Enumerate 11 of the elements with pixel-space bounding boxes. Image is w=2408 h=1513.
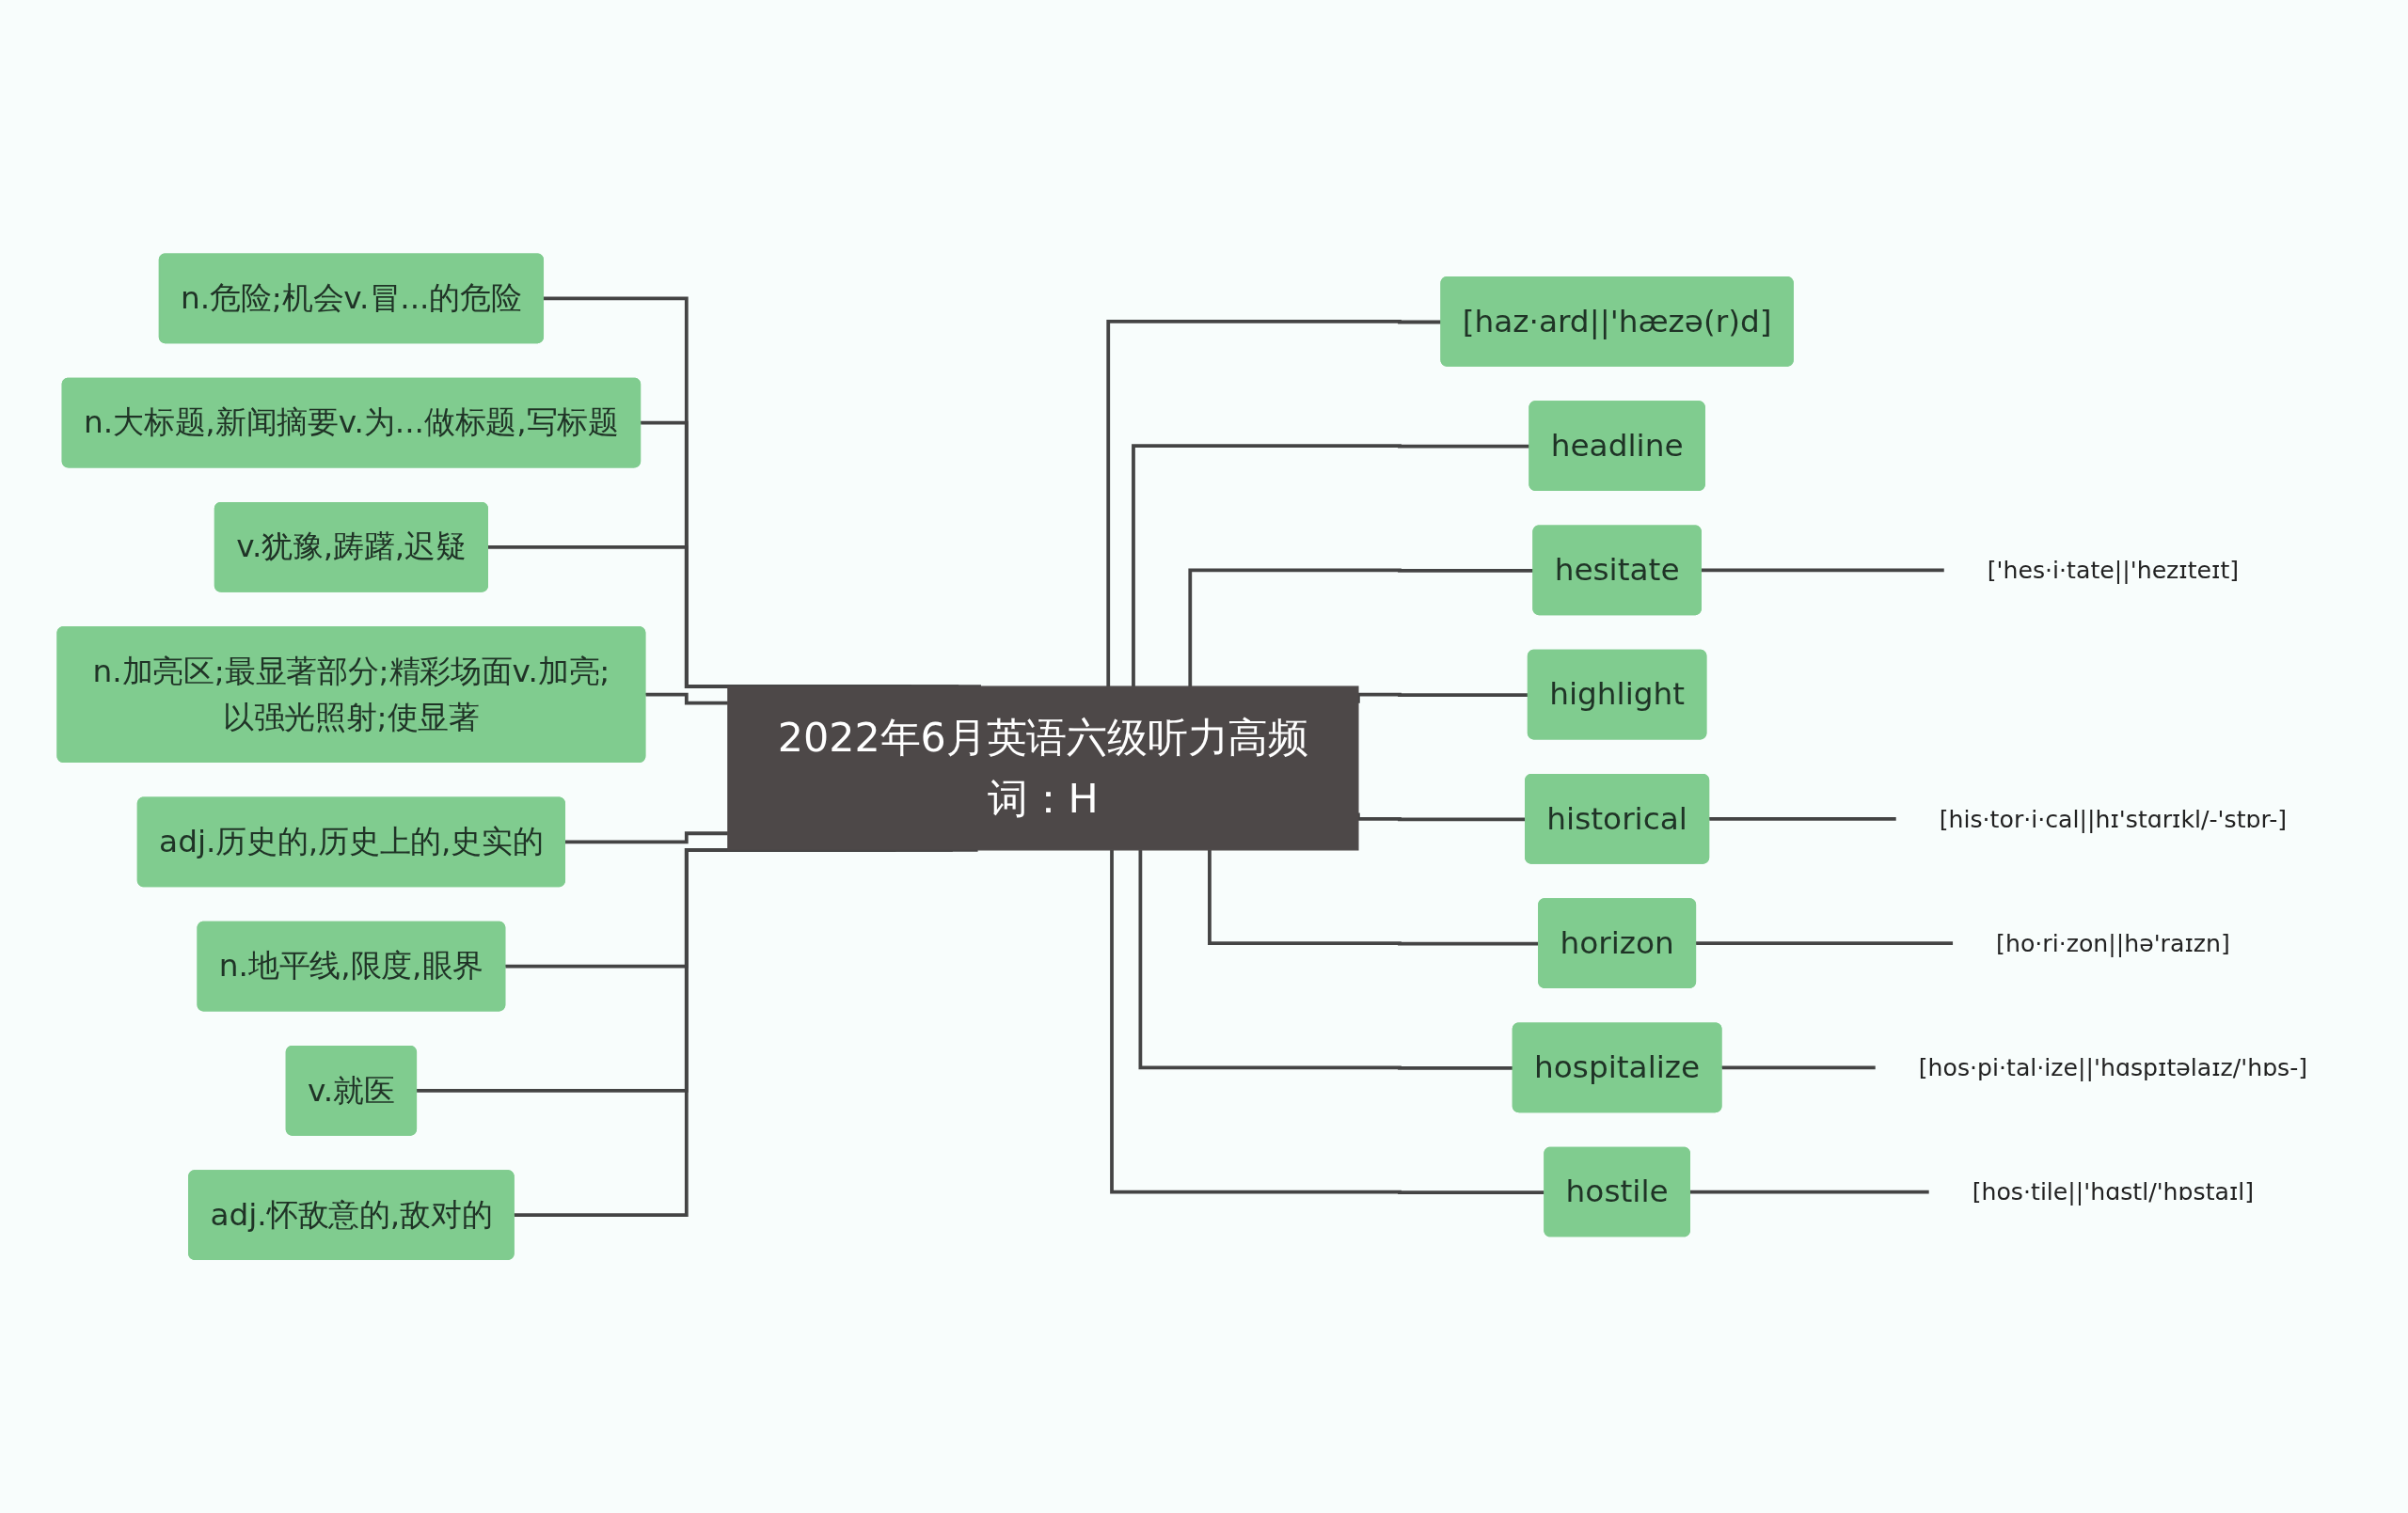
node-text: [his·tor·i·cal||hɪ'stɑrɪkl/-'stɒr-] [1939, 804, 2288, 833]
connector [1188, 568, 1534, 686]
connector [1106, 319, 1442, 686]
connector [1132, 444, 1530, 686]
node-box [727, 686, 1359, 851]
node-text: [hos·pi·tal·ize||'hɑspɪtəlaɪz/'hɒs-] [1918, 1052, 2308, 1082]
node-text: [ho·ri·zon||hə'raɪzn] [1996, 928, 2230, 957]
node-text: ['hes·i·tate||'hezɪteɪt] [1987, 556, 2240, 585]
node-text: [hos·tile||'hɑstl/'hɒstaɪl] [1972, 1177, 2255, 1206]
connector [1110, 849, 1545, 1194]
mind-map-diagram: 2022年6月英语六级听力高频词：H n.危险;机会v.冒...的危险 n.大标题,新闻摘要v.为...做标题,写标题 v.犹豫,踌躇,迟疑 n.加亮区;最显著部分;精彩场面v.加亮;以强光照射;使显著 adj.历史的,历史上的,史实的 n.地平线,限度,眼界 v.就医 adj.怀敌意的,敌对的 [haz·ard||'hæzə(r)d] headline hesitate highlight historical horizon hospitalize hostile ['hes·i·tate||'hezɪteɪt] [his·tor·i·cal||hɪ'stɑrɪkl/-'stɒr-] [ho·ri·zon||hə'raɪzn] [hos·pi·tal·ize||'hɑspɪtəlaɪz/'hɒs-] [hos·tile||'hɑstl/'hɒstaɪl] [48, 244, 2360, 1269]
